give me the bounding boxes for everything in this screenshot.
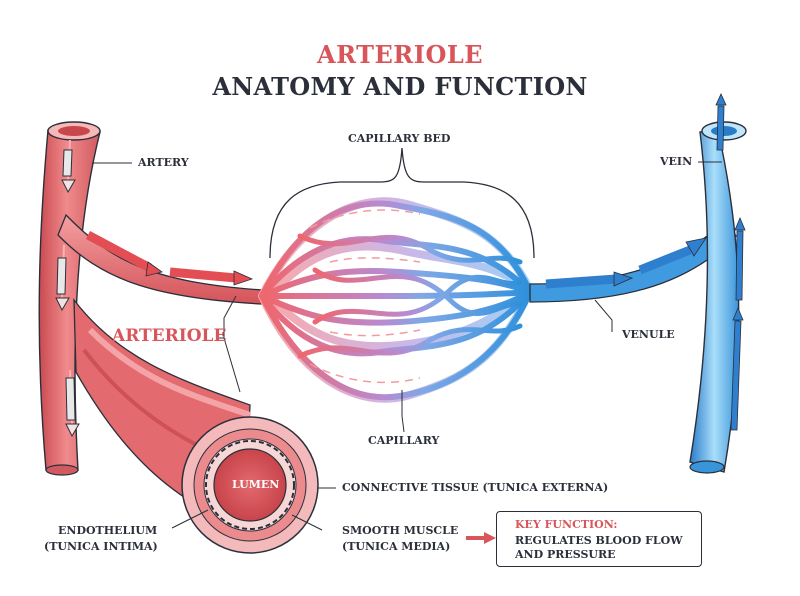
label-smooth-muscle: SMOOTH MUSCLE <box>342 524 459 537</box>
key-function-heading: KEY FUNCTION: <box>515 518 618 531</box>
artery-vessel <box>38 121 101 476</box>
label-connective-tissue: CONNECTIVE TISSUE (TUNICA EXTERNA) <box>342 481 609 494</box>
label-tunica-intima: (TUNICA INTIMA) <box>44 540 158 553</box>
venule-vessel <box>529 218 737 303</box>
title-line1: ARTERIOLE <box>316 40 484 69</box>
capillary-network <box>258 197 534 403</box>
title-line2: ANATOMY AND FUNCTION <box>212 72 588 101</box>
label-lumen: LUMEN <box>232 478 280 491</box>
label-capillary-bed: CAPILLARY BED <box>348 132 451 145</box>
label-capillary: CAPILLARY <box>368 434 440 447</box>
label-artery: ARTERY <box>138 156 189 169</box>
key-function-box: KEY FUNCTION: REGULATES BLOOD FLOW AND P… <box>496 511 702 567</box>
label-endothelium: ENDOTHELIUM <box>58 524 158 537</box>
label-arteriole: ARTERIOLE <box>112 326 227 346</box>
key-function-text: REGULATES BLOOD FLOW AND PRESSURE <box>515 534 683 561</box>
key-arrow <box>466 532 496 544</box>
label-vein: VEIN <box>660 155 693 168</box>
label-venule: VENULE <box>622 328 675 341</box>
vein-vessel <box>689 93 747 474</box>
capillary-bed-bracket <box>269 147 535 259</box>
arteriole-vessel <box>57 213 263 305</box>
leader-lines <box>92 161 722 531</box>
arteriole-cross-section <box>181 416 319 554</box>
label-tunica-media: (TUNICA MEDIA) <box>342 540 451 553</box>
